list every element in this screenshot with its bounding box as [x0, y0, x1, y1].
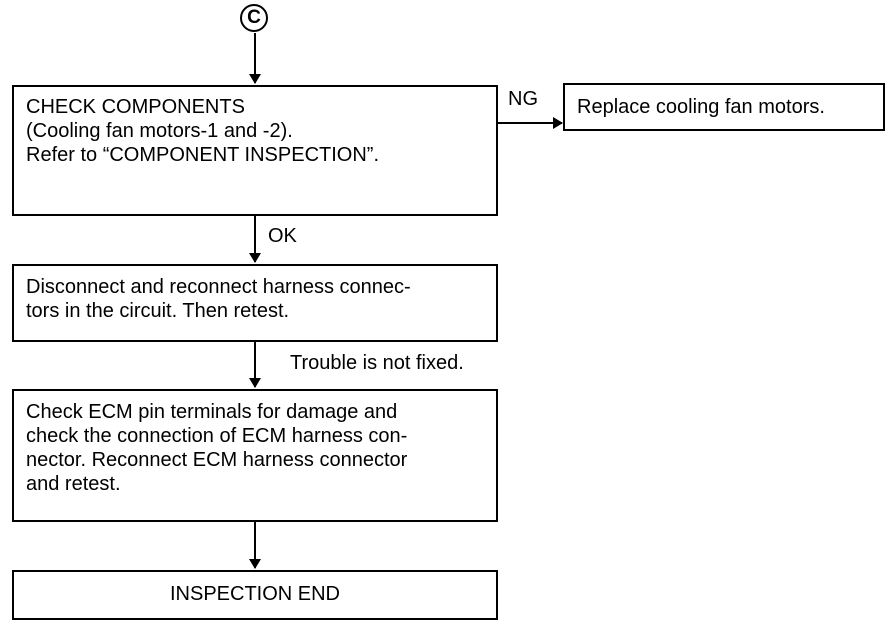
- check-components-box: CHECK COMPONENTS (Cooling fan motors-1 a…: [12, 85, 498, 216]
- ok-label: OK: [268, 225, 297, 247]
- box-line: nector. Reconnect ECM harness connector: [26, 449, 408, 471]
- check-ecm-box: Check ECM pin terminals for damage and c…: [12, 389, 498, 522]
- ng-label: NG: [508, 88, 538, 110]
- connector-label: C: [247, 7, 261, 28]
- box-line: check the connection of ECM harness con-: [26, 425, 408, 447]
- box-line: and retest.: [26, 473, 121, 495]
- connector-c-symbol: C: [240, 4, 268, 32]
- box-line: Replace cooling fan motors.: [577, 96, 825, 118]
- box-line: Disconnect and reconnect harness connec-: [26, 276, 411, 298]
- box-line: (Cooling fan motors-1 and -2).: [26, 120, 293, 142]
- box-line: CHECK COMPONENTS: [26, 96, 245, 118]
- not-fixed-label: Trouble is not fixed.: [290, 352, 464, 374]
- reconnect-harness-box: Disconnect and reconnect harness connec-…: [12, 264, 498, 342]
- box-line: tors in the circuit. Then retest.: [26, 300, 290, 322]
- box-line: INSPECTION END: [169, 583, 341, 605]
- inspection-end-box: INSPECTION END: [12, 570, 498, 620]
- box-line: Refer to “COMPONENT INSPECTION”.: [26, 144, 380, 166]
- replace-motors-box: Replace cooling fan motors.: [563, 83, 885, 131]
- box-line: Check ECM pin terminals for damage and: [26, 401, 398, 423]
